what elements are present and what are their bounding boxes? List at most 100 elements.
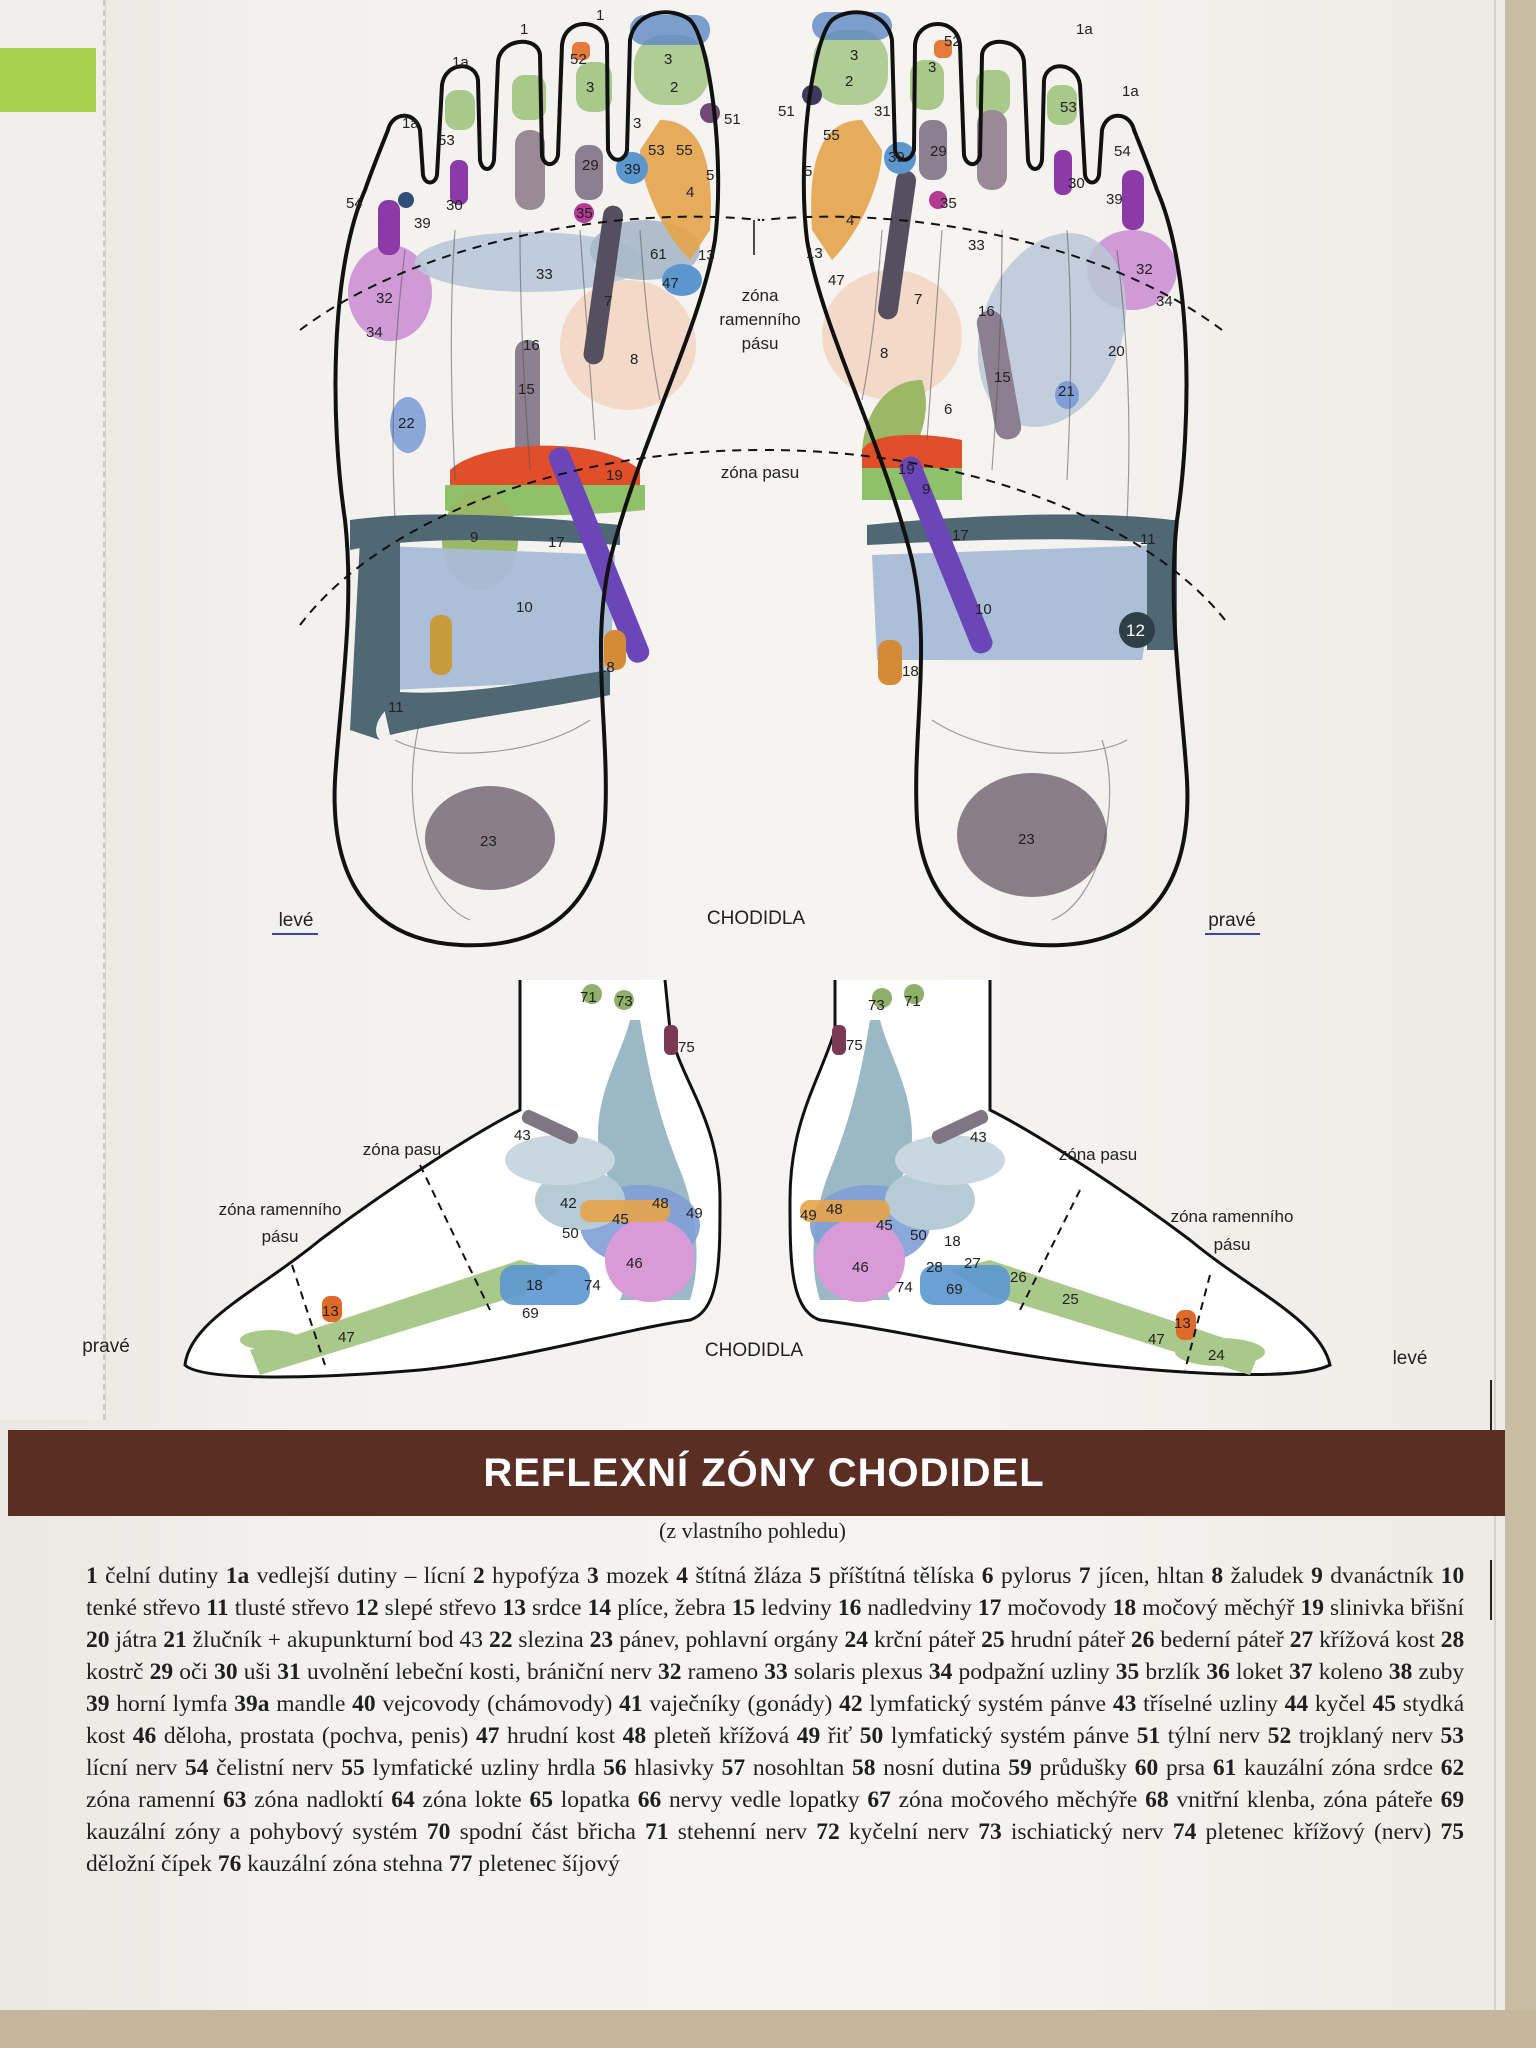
- zone-number-label: 1: [596, 7, 604, 24]
- zone-number-label: 51: [724, 111, 741, 128]
- zone-number-label: 75: [678, 1039, 695, 1056]
- legend-number: 21: [163, 1627, 187, 1653]
- legend-number: 19: [1300, 1595, 1324, 1621]
- waist-zone-label: zóna pasu: [721, 463, 799, 482]
- left-side-shoulder-line: [291, 1264, 326, 1366]
- zone-number-label: 4: [846, 212, 854, 229]
- legend-number: 8: [1211, 1563, 1224, 1589]
- zone-number-label: 29: [582, 157, 599, 174]
- zone-number-label: 23: [480, 833, 497, 850]
- legend-text: hlasivky: [634, 1755, 714, 1781]
- legend-text: křížová kost: [1319, 1627, 1435, 1653]
- zone-number-label: 28: [926, 1259, 943, 1276]
- legend-text: stehenní nerv: [677, 1819, 808, 1845]
- legend-text: hypofýza: [492, 1563, 580, 1589]
- legend-item: 61 kauzální zóna srdce: [1213, 1755, 1433, 1781]
- legend-text: mandle: [276, 1691, 346, 1717]
- zone-number-label: 54: [1114, 143, 1131, 160]
- legend-number: 53: [1440, 1723, 1465, 1749]
- legend-text: prsa: [1165, 1755, 1206, 1781]
- legend-text: plíce, žebra: [617, 1595, 726, 1621]
- zone-number-label: 13: [806, 245, 823, 262]
- legend-text: stydká kost: [86, 1691, 1465, 1749]
- legend-text: podpažní uzliny: [958, 1659, 1110, 1685]
- zone-number-label: 3: [664, 51, 672, 68]
- legend-number: 22: [488, 1627, 513, 1653]
- legend-text: spodní část břicha: [459, 1819, 636, 1845]
- legend-text: kauzální zóna stehna: [247, 1851, 443, 1877]
- zone-number-label: 29: [930, 143, 947, 160]
- zone-number-label: 31: [874, 103, 891, 120]
- legend-item: 20 játra: [86, 1627, 157, 1653]
- legend-item: 28 kostrč: [86, 1627, 1464, 1685]
- legend-number: 11: [206, 1595, 229, 1621]
- zone-number-label: 2: [670, 79, 678, 96]
- table-surface: [0, 2010, 1536, 2048]
- legend-item: 2 hypofýza: [473, 1563, 580, 1589]
- legend-number: 52: [1267, 1723, 1292, 1749]
- legend-number: 44: [1284, 1691, 1309, 1717]
- zone-number-label: 7: [604, 293, 612, 310]
- legend-text: ledviny: [761, 1595, 832, 1621]
- zone-number-label: 51: [778, 103, 795, 120]
- legend-text: slezina: [518, 1627, 584, 1653]
- zone-number-label: 30: [446, 197, 463, 214]
- left-page-edge: [0, 0, 106, 1420]
- legend-text: lícní nerv: [86, 1755, 178, 1781]
- sole-zone-arcs: [299, 215, 1226, 626]
- legend-item: 46 děloha, prostata (pochva, penis): [133, 1723, 469, 1749]
- legend-number: 26: [1130, 1627, 1155, 1653]
- legend-number: 32: [658, 1659, 682, 1685]
- legend-item: 56 hlasivky: [603, 1755, 714, 1781]
- legend-text: vedlejší dutiny – lícní: [256, 1563, 466, 1589]
- legend-item: 51 týlní nerv: [1137, 1723, 1260, 1749]
- legend-text: pletenec křížový (nerv): [1205, 1819, 1432, 1845]
- zone-number-label: 49: [800, 1207, 817, 1224]
- legend-text: pleteň křížová: [653, 1723, 790, 1749]
- legend-item: 74 pletenec křížový (nerv): [1173, 1819, 1432, 1845]
- zone-number-label: 43: [970, 1129, 987, 1146]
- legend-item: 7 jícen, hltan: [1079, 1563, 1204, 1589]
- left-side-view: [183, 979, 722, 1379]
- legend-item: 14 plíce, žebra: [588, 1595, 726, 1621]
- legend-item: 39a mandle: [234, 1691, 345, 1717]
- zone-number-label: 11: [388, 699, 404, 716]
- legend-item: 53 lícní nerv: [86, 1723, 1464, 1781]
- legend-text: jícen, hltan: [1098, 1563, 1204, 1589]
- legend-text: průdušky: [1039, 1755, 1128, 1781]
- legend-number: 39a: [234, 1691, 270, 1717]
- zone-number-label: 22: [398, 415, 415, 432]
- legend-number: 15: [731, 1595, 756, 1621]
- legend-item: 32 rameno: [658, 1659, 758, 1685]
- legend-text: nosní dutina: [883, 1755, 1001, 1781]
- legend-item: 21 žlučník + akupunkturní bod 43: [163, 1627, 483, 1653]
- legend-number: 43: [1112, 1691, 1137, 1717]
- legend-number: 58: [852, 1755, 876, 1781]
- legend-number: 70: [426, 1819, 451, 1845]
- zone-number-label: 32: [376, 290, 393, 307]
- legend-item: 60 prsa: [1135, 1755, 1205, 1781]
- green-page-tab: [0, 48, 96, 112]
- page-subtitle: (z vlastního pohledu): [659, 1518, 846, 1543]
- legend-number: 6: [981, 1563, 994, 1589]
- zone-number-label: 47: [828, 272, 845, 289]
- legend-number: 1: [86, 1563, 98, 1589]
- zone-number-label: 15: [994, 369, 1011, 386]
- legend-item: 76 kauzální zóna stehna: [218, 1851, 443, 1877]
- legend-item: 59 průdušky: [1008, 1755, 1127, 1781]
- side-view-numbers: 71 73 75 43 42 48 49 45 50 46 18 74 69 1…: [322, 989, 1225, 1364]
- left-sole-zones: [348, 15, 720, 890]
- legend-item: 66 nervy vedle lopatky: [638, 1787, 860, 1813]
- zone-number-label: 18: [902, 663, 919, 680]
- legend-item: 55 lymfatické uzliny hrdla: [341, 1755, 595, 1781]
- legend-item: 15 ledviny: [732, 1595, 832, 1621]
- legend-number: 38: [1388, 1659, 1413, 1685]
- legend-text: vaječníky (gonády): [649, 1691, 833, 1717]
- legend-number: 49: [796, 1723, 821, 1749]
- legend-text: brzlík: [1145, 1659, 1201, 1685]
- zone-number-label: 13: [698, 247, 715, 264]
- legend-text: loket: [1235, 1659, 1283, 1685]
- legend-text: solaris plexus: [793, 1659, 923, 1685]
- legend-number: 4: [676, 1563, 688, 1589]
- legend-text: nervy vedle lopatky: [669, 1787, 860, 1813]
